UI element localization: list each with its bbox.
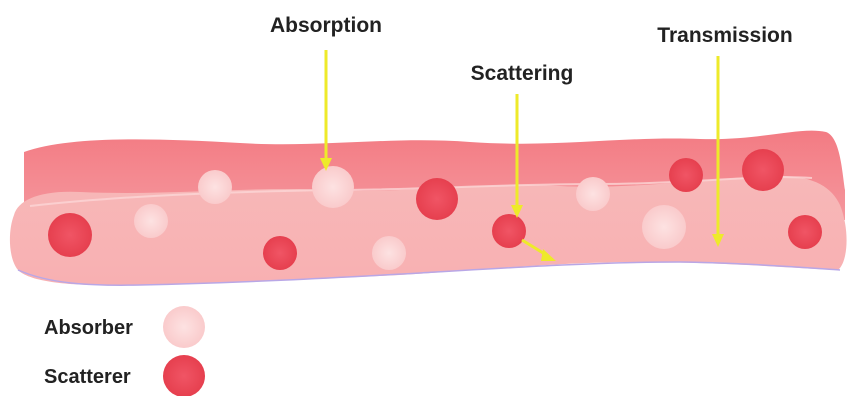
scatterer-particle <box>263 236 297 270</box>
absorber-legend-icon <box>163 306 205 348</box>
absorber-particle <box>312 166 354 208</box>
scatterer-particle <box>416 178 458 220</box>
scatterer-particle <box>788 215 822 249</box>
scatterer-particle <box>742 149 784 191</box>
absorber-particle <box>198 170 232 204</box>
absorber-particle <box>576 177 610 211</box>
legend-scatterer-label: Scatterer <box>44 366 131 388</box>
scattering-label: Scattering <box>471 62 574 85</box>
absorption-label: Absorption <box>270 14 382 37</box>
scatterer-particle <box>669 158 703 192</box>
absorber-particle <box>134 204 168 238</box>
scatterer-legend-icon <box>163 355 205 396</box>
scatterer-particle <box>492 214 526 248</box>
absorber-particle <box>372 236 406 270</box>
transmission-label: Transmission <box>657 24 792 47</box>
legend: Absorber Scatterer <box>44 306 205 396</box>
legend-absorber-label: Absorber <box>44 317 133 339</box>
absorber-particle <box>642 205 686 249</box>
scatterer-particle <box>48 213 92 257</box>
